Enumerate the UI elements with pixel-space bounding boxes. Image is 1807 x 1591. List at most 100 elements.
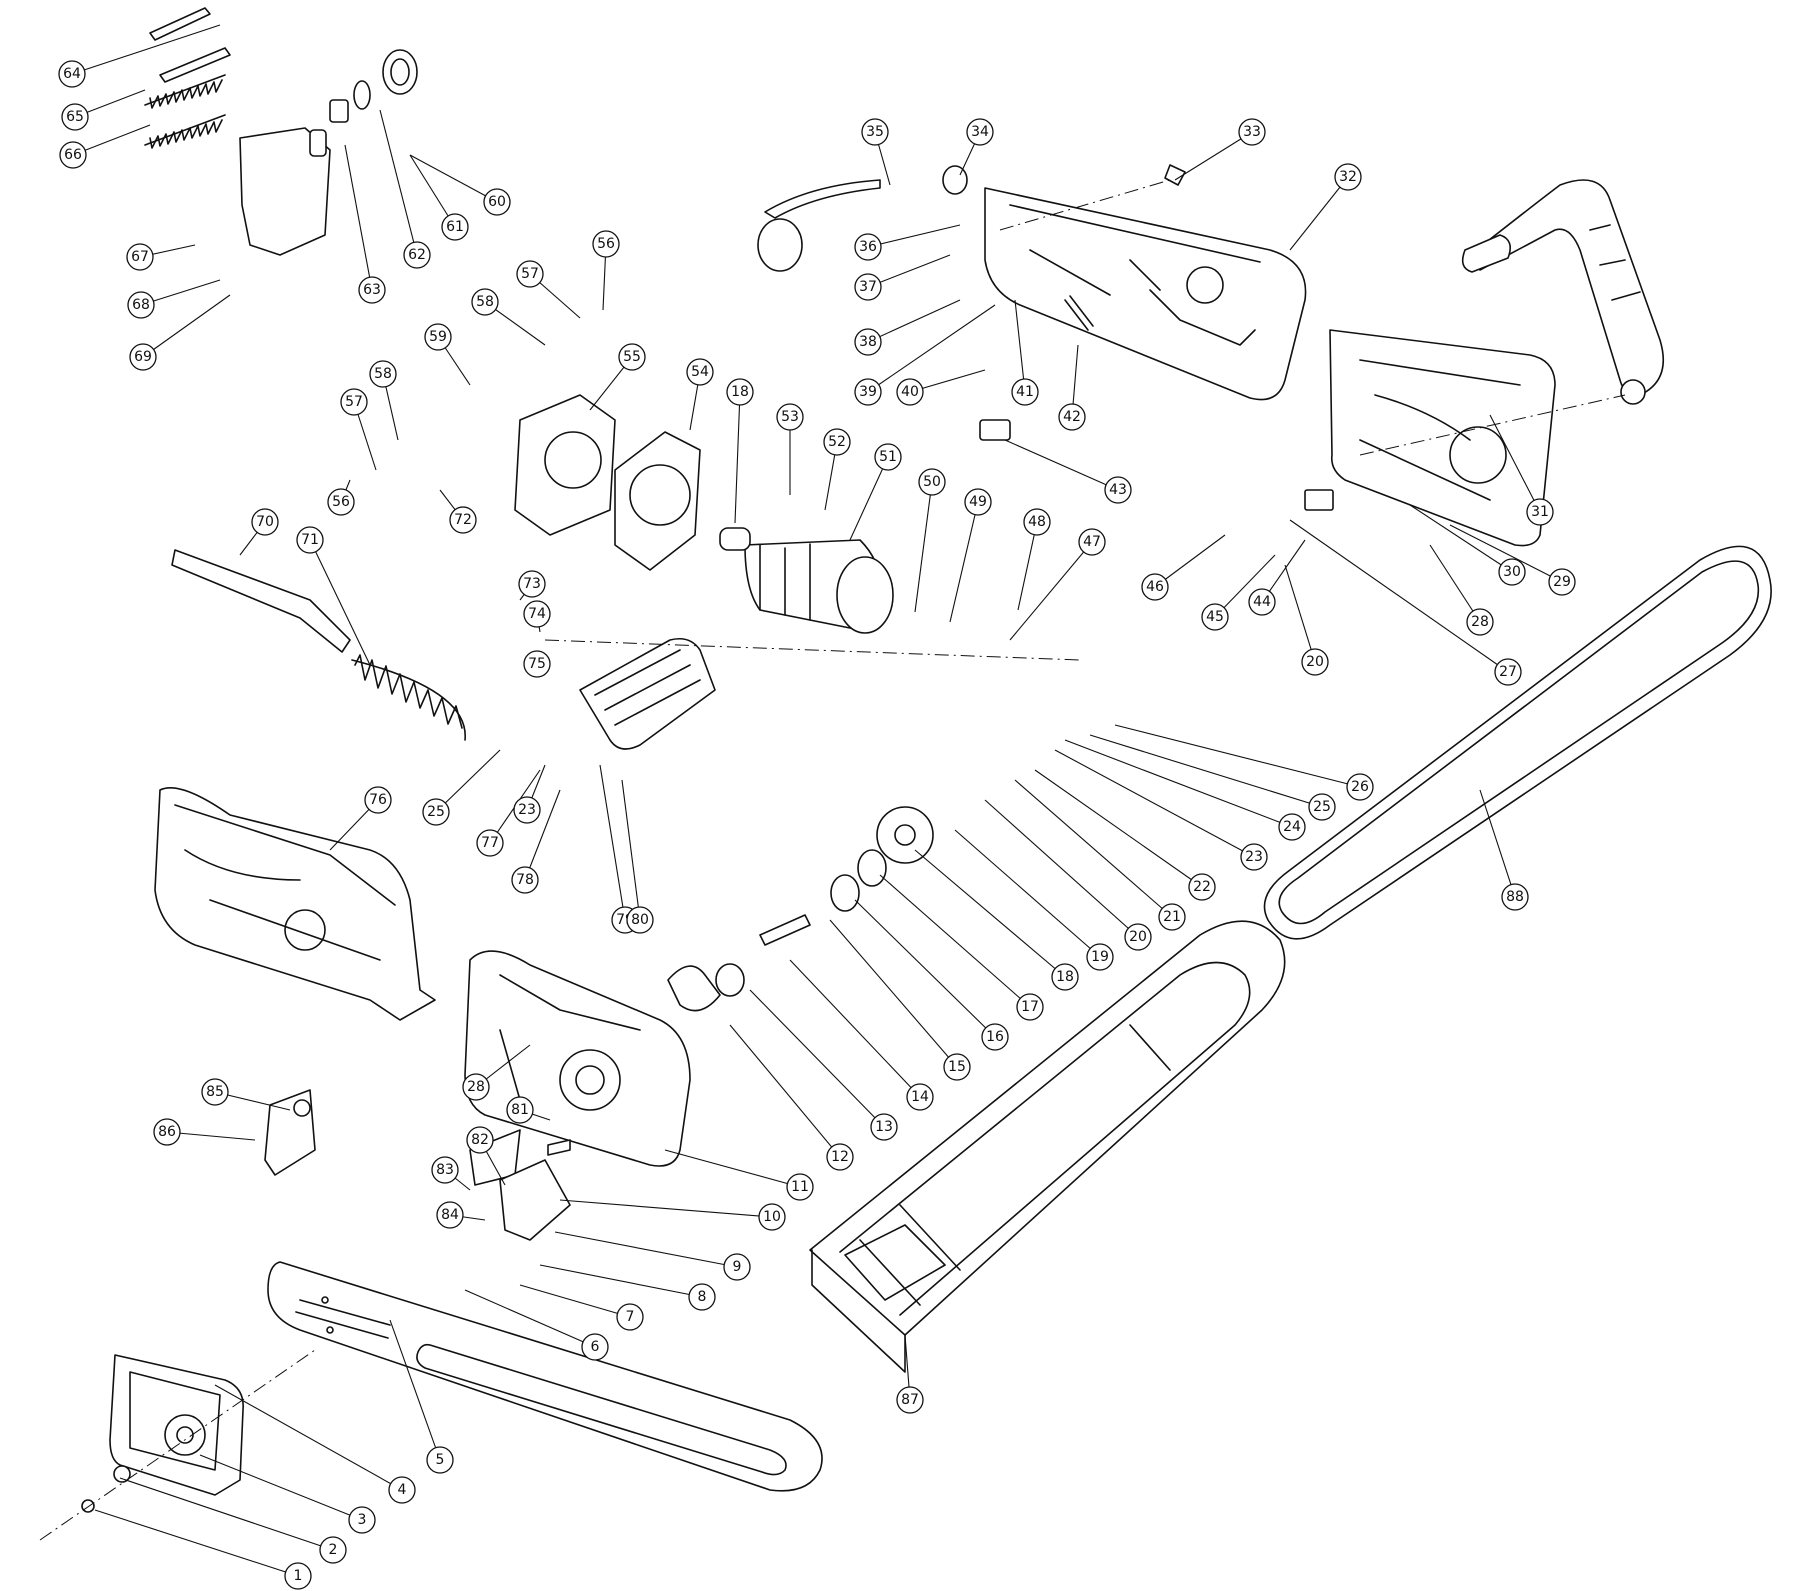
leader-line xyxy=(1154,534,1226,588)
callout-60: 60 xyxy=(483,188,511,216)
callout-31: 31 xyxy=(1526,498,1554,526)
callout-circle xyxy=(854,328,882,356)
callout-circle xyxy=(511,866,539,894)
callout-number: 20 xyxy=(1306,654,1324,670)
callout-number: 55 xyxy=(623,349,641,365)
callout-circle xyxy=(1301,648,1329,676)
callout-number: 57 xyxy=(521,266,539,282)
callout-12: 12 xyxy=(826,1143,854,1171)
callout-11: 11 xyxy=(786,1173,814,1201)
callout-61: 61 xyxy=(441,213,469,241)
callout-number: 25 xyxy=(1313,799,1331,815)
callout-48: 48 xyxy=(1023,508,1051,536)
leader-line xyxy=(344,144,373,291)
leader-line xyxy=(829,919,958,1068)
callout-84: 84 xyxy=(436,1201,464,1229)
callout-number: 34 xyxy=(971,124,989,140)
callout-number: 32 xyxy=(1339,169,1357,185)
callout-56: 56 xyxy=(327,488,355,516)
leader-line xyxy=(1289,519,1509,673)
callout-circle xyxy=(758,1203,786,1231)
callout-circle xyxy=(364,786,392,814)
leader-line xyxy=(1479,789,1516,898)
callout-22: 22 xyxy=(1188,873,1216,901)
callout-circle xyxy=(723,1253,751,1281)
callout-44: 44 xyxy=(1248,588,1276,616)
callout-number: 81 xyxy=(511,1102,529,1118)
callout-number: 49 xyxy=(969,494,987,510)
rear-housing xyxy=(1329,329,1556,547)
leader-line xyxy=(71,24,221,75)
left-housing xyxy=(154,786,436,1021)
callout-number: 69 xyxy=(134,349,152,365)
callout-85: 85 xyxy=(201,1078,229,1106)
callout-15: 15 xyxy=(943,1053,971,1081)
callout-10: 10 xyxy=(758,1203,786,1231)
callout-number: 62 xyxy=(408,247,426,263)
callout-number: 35 xyxy=(866,124,884,140)
bar-cover xyxy=(809,920,1286,1373)
callout-circle xyxy=(626,906,654,934)
callout-circle xyxy=(688,1283,716,1311)
callout-circle xyxy=(1016,993,1044,1021)
callout-circle xyxy=(129,343,157,371)
callout-circle xyxy=(59,141,87,169)
guide-bar xyxy=(267,1261,823,1492)
callout-circle xyxy=(424,323,452,351)
callout-circle xyxy=(1278,813,1306,841)
callout-circle xyxy=(1334,163,1362,191)
callout-number: 53 xyxy=(781,409,799,425)
callout-number: 44 xyxy=(1253,594,1271,610)
callout-number: 73 xyxy=(523,576,541,592)
leader-line xyxy=(554,1231,738,1268)
callout-circle xyxy=(1201,603,1229,631)
sprocket-housing xyxy=(464,950,691,1167)
callout-number: 42 xyxy=(1063,409,1081,425)
callout-number: 50 xyxy=(923,474,941,490)
leader-line xyxy=(849,456,889,541)
chain-cover xyxy=(81,1354,244,1513)
callout-58: 58 xyxy=(471,288,499,316)
callout-number: 59 xyxy=(429,329,447,345)
callout-circle xyxy=(1078,528,1106,556)
callout-circle xyxy=(1548,568,1576,596)
callout-circle xyxy=(201,1078,229,1106)
callout-number: 43 xyxy=(1109,482,1127,498)
leader-line xyxy=(1034,769,1203,888)
callout-53: 53 xyxy=(776,403,804,431)
callout-number: 13 xyxy=(875,1119,893,1135)
callout-circle xyxy=(126,243,154,271)
callout-63: 63 xyxy=(358,276,386,304)
callout-34: 34 xyxy=(966,118,994,146)
callout-circle xyxy=(319,1536,347,1564)
callout-66: 66 xyxy=(59,141,87,169)
callout-28: 28 xyxy=(1466,608,1494,636)
callout-circle xyxy=(964,488,992,516)
leader-line xyxy=(1054,749,1255,858)
callout-16: 16 xyxy=(981,1023,1009,1051)
callout-number: 51 xyxy=(879,449,897,465)
callout-circle xyxy=(506,1096,534,1124)
leader-lines xyxy=(71,24,1563,1577)
callout-number: 71 xyxy=(301,532,319,548)
callout-45: 45 xyxy=(1201,603,1229,631)
callout-circle xyxy=(918,468,946,496)
leader-line xyxy=(621,779,641,921)
callout-71: 71 xyxy=(296,526,324,554)
callout-circle xyxy=(906,1083,934,1111)
leader-line xyxy=(214,1384,403,1491)
callout-circle xyxy=(1308,793,1336,821)
callout-17: 17 xyxy=(1016,993,1044,1021)
callout-circle xyxy=(686,358,714,386)
callout-number: 5 xyxy=(436,1452,445,1468)
leader-line xyxy=(1009,541,1093,641)
callout-number: 12 xyxy=(831,1149,849,1165)
callout-36: 36 xyxy=(854,233,882,261)
callout-number: 40 xyxy=(901,384,919,400)
callout-circle xyxy=(1498,558,1526,586)
callout-number: 25 xyxy=(427,804,445,820)
callout-circle xyxy=(1240,843,1268,871)
callout-number: 68 xyxy=(132,297,150,313)
callout-number: 14 xyxy=(911,1089,929,1105)
